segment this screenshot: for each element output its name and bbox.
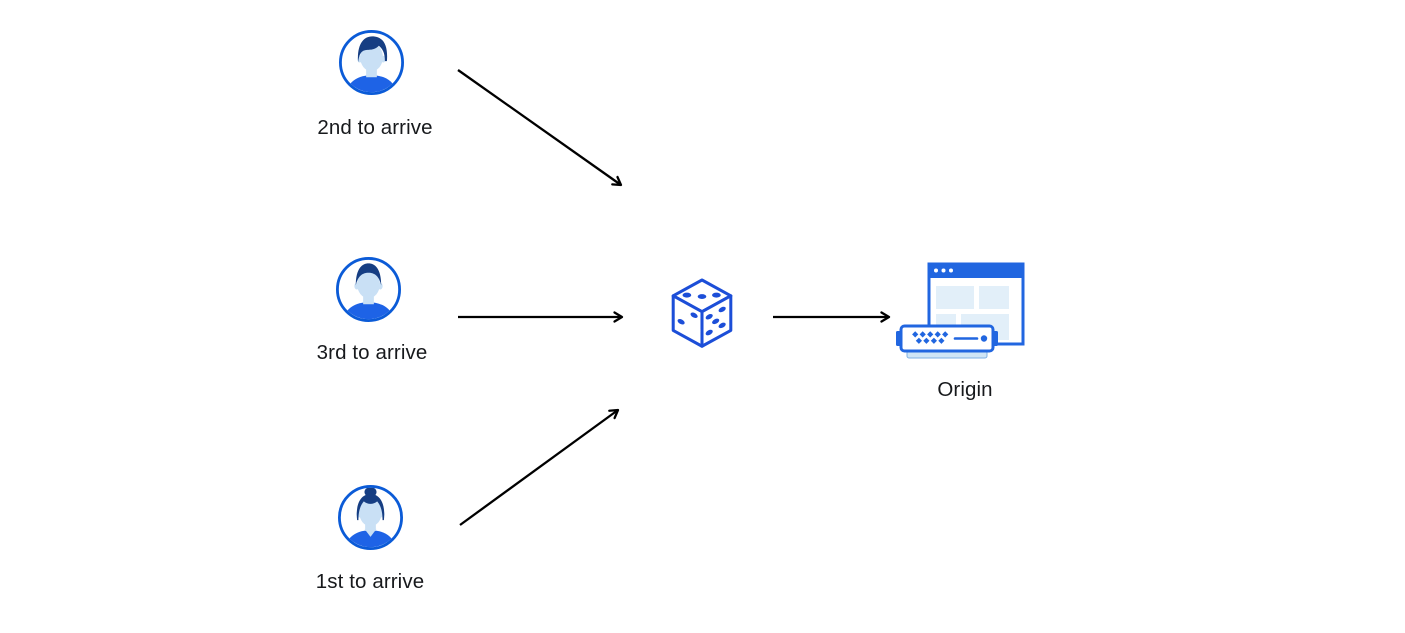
origin-icon-group [896, 262, 1025, 359]
dice-icon [671, 278, 733, 348]
dice-pips [677, 292, 726, 336]
client-bottom-label: 1st to arrive [315, 570, 425, 593]
origin-node [893, 260, 1033, 364]
load-balancer-node [666, 277, 738, 355]
arrow-client-top-to-dice [457, 69, 623, 187]
man-side-part-avatar-icon [339, 30, 404, 95]
man-short-hair-avatar-icon [336, 257, 401, 322]
client-bottom-node [337, 484, 404, 551]
client-middle-label: 3rd to arrive [316, 341, 428, 364]
client-middle-node [335, 256, 402, 323]
client-top-label: 2nd to arrive [317, 116, 433, 139]
server-icon [896, 324, 998, 359]
client-top-node [338, 29, 405, 96]
arrow-client-bottom-to-dice [459, 408, 620, 526]
origin-label: Origin [937, 378, 993, 401]
woman-bun-avatar-icon [338, 485, 403, 550]
